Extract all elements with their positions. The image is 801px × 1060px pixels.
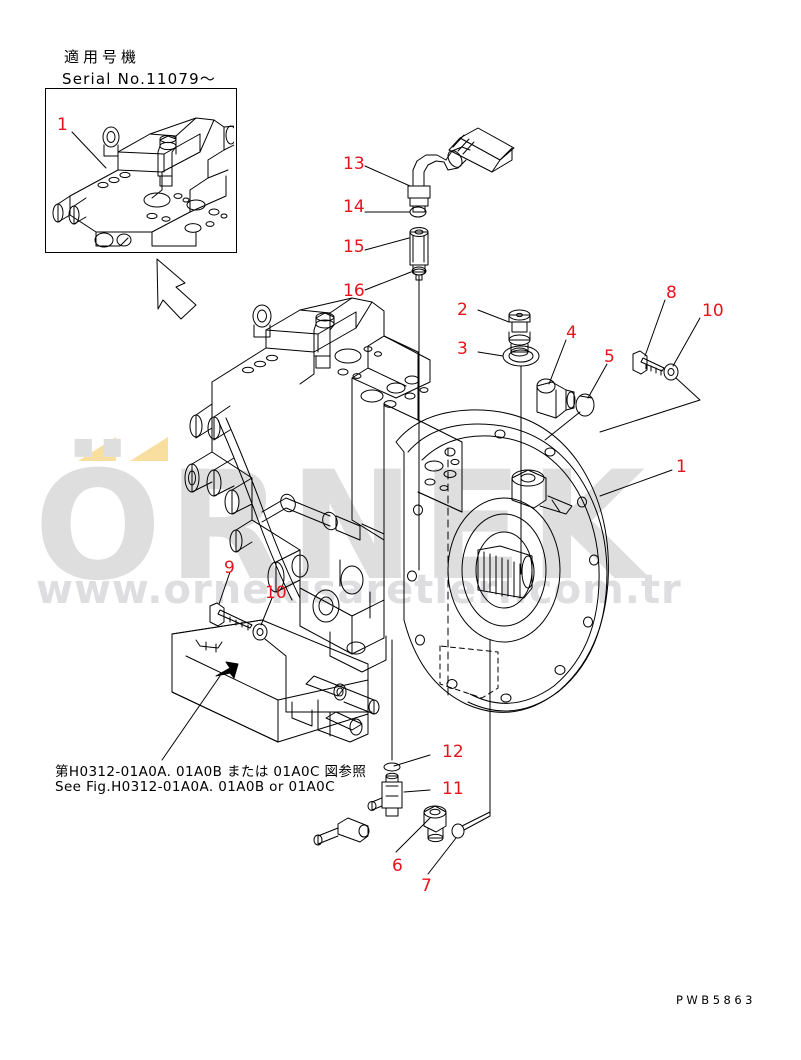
part-10-washer-lower bbox=[253, 624, 267, 640]
callout-number-9: 9 bbox=[224, 558, 235, 578]
leader-7b bbox=[462, 812, 490, 826]
mounting-bracket bbox=[172, 620, 379, 742]
leader-5 bbox=[588, 364, 607, 398]
drawing-code: PWB5863 bbox=[676, 993, 756, 1007]
inset-pointer-arrow bbox=[157, 259, 196, 319]
part-2-plug bbox=[509, 310, 530, 356]
callout-number-10b: 10 bbox=[265, 583, 287, 603]
callout-number-3: 3 bbox=[457, 339, 468, 359]
callout-number-15: 15 bbox=[343, 237, 365, 257]
part-9-bolt bbox=[210, 603, 252, 630]
part-6-nut bbox=[424, 806, 446, 842]
callout-number-2: 2 bbox=[457, 300, 468, 320]
part-10-washer-upper bbox=[664, 364, 678, 380]
callout-number-4: 4 bbox=[566, 323, 577, 343]
leader-11 bbox=[404, 790, 430, 792]
inset-serial-no: Serial No.11079～ bbox=[62, 70, 217, 88]
leader-4 bbox=[549, 340, 566, 384]
leader-bolt-to-housing bbox=[600, 378, 700, 432]
part-7-washer bbox=[452, 824, 464, 838]
callout-number-11: 11 bbox=[442, 779, 464, 799]
reference-note-en: See Fig.H0312-01A0A. 01A0B or 01A0C bbox=[55, 779, 335, 795]
part-12-seal bbox=[384, 763, 400, 771]
leader-washer-path bbox=[265, 639, 372, 712]
leader-3 bbox=[478, 352, 503, 356]
part-5-washer bbox=[576, 394, 594, 416]
part-11-valve bbox=[368, 773, 402, 816]
leader-7 bbox=[428, 838, 456, 874]
leader-12 bbox=[394, 755, 430, 766]
inset-jp-title: 適用号機 bbox=[64, 48, 141, 66]
part-1-bell-housing bbox=[396, 410, 608, 712]
callout-number-5: 5 bbox=[604, 347, 615, 367]
main-pump-assembly bbox=[185, 298, 462, 672]
leader-9 bbox=[219, 572, 230, 604]
part-16-seal bbox=[412, 267, 426, 275]
leader-16 bbox=[365, 272, 411, 290]
part-13-elbow-hose bbox=[408, 128, 514, 212]
callout-number-16: 16 bbox=[343, 281, 365, 301]
callout-number-1r: 1 bbox=[676, 457, 687, 477]
callout-number-6: 6 bbox=[392, 856, 403, 876]
leader-13 bbox=[365, 166, 410, 186]
leader-inset-1 bbox=[72, 132, 106, 168]
leader-1-right bbox=[600, 470, 672, 496]
leader-bracket-note bbox=[162, 676, 220, 760]
leader-6 bbox=[396, 818, 430, 852]
part-4-fitting bbox=[537, 379, 575, 418]
callout-number-1i: 1 bbox=[57, 115, 68, 135]
leader-5b bbox=[545, 412, 580, 440]
part-15-cartridge bbox=[410, 228, 428, 281]
callout-number-8: 8 bbox=[666, 283, 677, 303]
callout-number-10a: 10 bbox=[702, 301, 724, 321]
callout-number-14: 14 bbox=[343, 197, 365, 217]
leader-10a bbox=[673, 318, 700, 366]
leader-2 bbox=[478, 310, 509, 322]
part-8-bolt bbox=[633, 351, 664, 375]
callout-number-13: 13 bbox=[343, 154, 365, 174]
callout-number-7: 7 bbox=[421, 876, 432, 896]
serial-inset-frame bbox=[45, 88, 237, 253]
reference-note-jp: 第H0312-01A0A. 01A0B または 01A0C 図参照 bbox=[55, 764, 367, 780]
leader-8 bbox=[645, 300, 665, 356]
lower-hose-fitting bbox=[314, 818, 369, 845]
bracket-pointer-arrow bbox=[216, 662, 238, 678]
inset-pump-illustration bbox=[53, 118, 236, 247]
leader-15 bbox=[365, 238, 409, 250]
callout-number-12: 12 bbox=[442, 742, 464, 762]
leader-7-axis bbox=[464, 700, 490, 830]
